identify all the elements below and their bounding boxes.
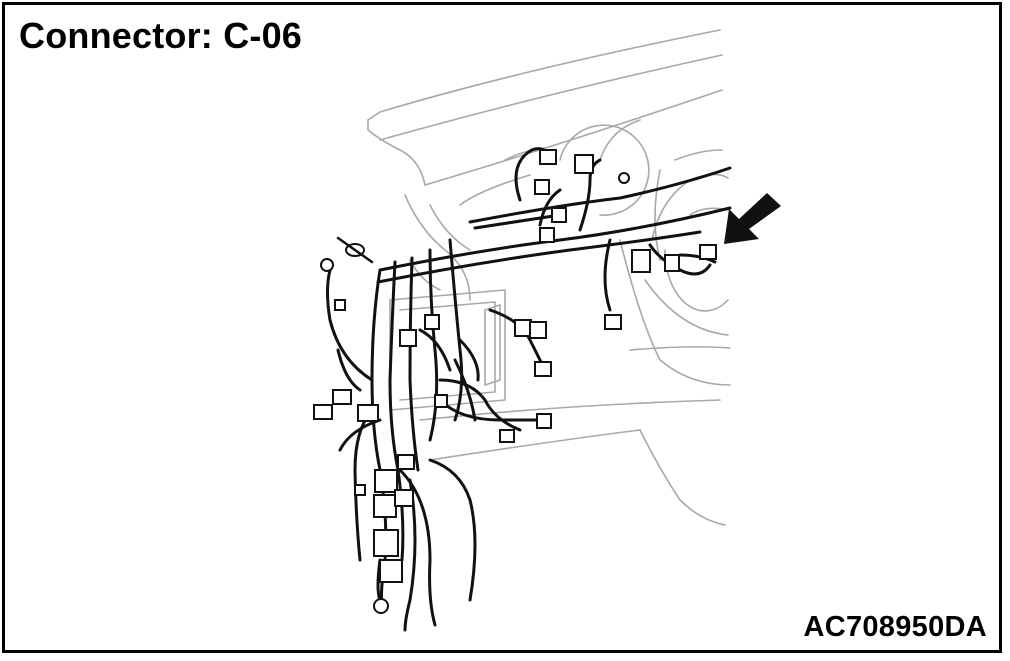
figure-code: AC708950DA [803, 611, 987, 643]
harness-wires [326, 147, 732, 632]
terminals [320, 172, 630, 614]
figure-frame: Connector: C-06 AC708950DA [2, 2, 1002, 653]
connectors [313, 149, 717, 583]
arrow-pointer-icon [724, 193, 781, 244]
dashboard-outline [367, 29, 731, 526]
page-title: Connector: C-06 [19, 15, 303, 56]
